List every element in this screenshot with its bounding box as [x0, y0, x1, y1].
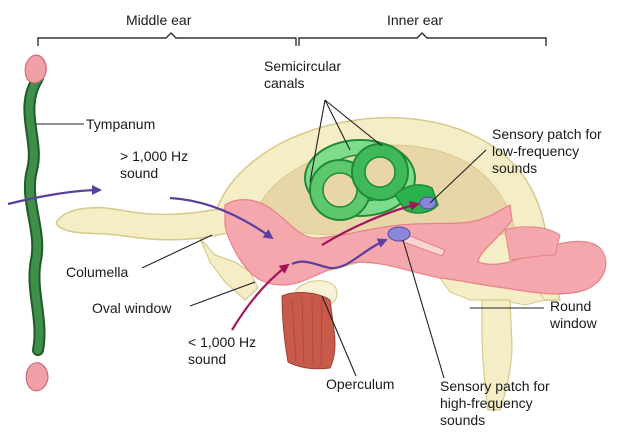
sensory-patch-low-line-1: Sensory patch for: [492, 126, 602, 143]
semicircular-canals-label: Semicircular canals: [264, 58, 341, 92]
sensory-patch-low-label: Sensory patch for low-frequency sounds: [492, 126, 602, 177]
low-frequency-sound-label: < 1,000 Hz sound: [188, 334, 256, 368]
middle-ear-label: Middle ear: [126, 12, 191, 29]
middle-ear-bracket: [38, 33, 296, 46]
opercularis-muscle: [282, 293, 335, 369]
semicircular-canals-line-1: Semicircular: [264, 58, 341, 75]
high-frequency-sound-label: > 1,000 Hz sound: [120, 148, 188, 182]
round-window-line-1: Round: [550, 298, 597, 315]
sensory-patch-high-frequency: [388, 227, 410, 241]
sensory-patch-high-line-1: Sensory patch for: [440, 378, 550, 395]
columella-label: Columella: [66, 264, 128, 281]
sensory-patch-low-line-3: sounds: [492, 160, 602, 177]
semicircular-canals-line-2: canals: [264, 75, 341, 92]
low-frequency-sound-line-1: < 1,000 Hz: [188, 334, 256, 351]
round-window-label: Round window: [550, 298, 597, 332]
inner-ear-bracket: [299, 33, 546, 46]
high-frequency-sound-line-2: sound: [120, 165, 188, 182]
inner-ear-label: Inner ear: [387, 12, 443, 29]
high-frequency-sound-line-1: > 1,000 Hz: [120, 148, 188, 165]
sensory-patch-low-frequency: [420, 197, 436, 209]
high-frequency-sound-arrow-outer: [8, 190, 100, 204]
tympanum: [25, 55, 48, 391]
operculum-label: Operculum: [326, 376, 394, 393]
sensory-patch-high-line-3: sounds: [440, 412, 550, 429]
sensory-patch-high-line-2: high-frequency: [440, 395, 550, 412]
sensory-patch-low-line-2: low-frequency: [492, 143, 602, 160]
sensory-patch-high-label: Sensory patch for high-frequency sounds: [440, 378, 550, 429]
low-frequency-sound-line-2: sound: [188, 351, 256, 368]
round-window-line-2: window: [550, 315, 597, 332]
tympanum-label: Tympanum: [86, 116, 155, 133]
oval-window-label: Oval window: [92, 300, 171, 317]
